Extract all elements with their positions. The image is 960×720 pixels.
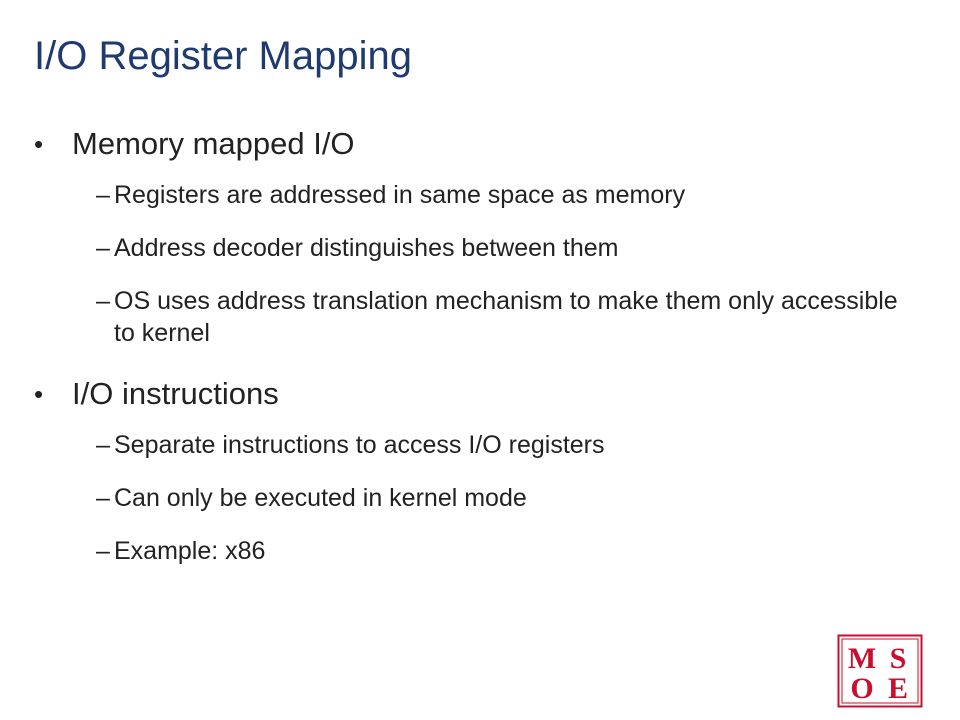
sub-item-marker: – xyxy=(96,287,110,315)
bullet-marker: • xyxy=(34,379,44,409)
logo-letter: S xyxy=(890,642,907,675)
bullet-io-instructions: • I/O instructions xyxy=(34,375,914,413)
sub-item: – Example: x86 xyxy=(34,535,914,567)
sub-item-text: Can only be executed in kernel mode xyxy=(114,484,527,512)
bullet-memory-mapped-io: • Memory mapped I/O xyxy=(34,125,914,163)
sub-item-text: Example: x86 xyxy=(114,537,266,565)
sub-item-marker: – xyxy=(96,181,110,209)
slide-title: I/O Register Mapping xyxy=(34,34,412,78)
sub-item-marker: – xyxy=(96,431,110,459)
sub-item-marker: – xyxy=(96,484,110,512)
sub-item: – OS uses address translation mechanism … xyxy=(34,285,914,349)
logo-letter: M xyxy=(848,642,876,675)
logo-letter: E xyxy=(888,672,908,705)
sub-item: – Registers are addressed in same space … xyxy=(34,179,914,211)
msoe-logo-icon: M S O E xyxy=(837,634,923,708)
bullet-text: I/O instructions xyxy=(72,376,279,411)
sub-item: – Address decoder distinguishes between … xyxy=(34,232,914,264)
bullet-marker: • xyxy=(34,129,44,159)
bullet-text: Memory mapped I/O xyxy=(72,126,355,161)
sub-item-text: Separate instructions to access I/O regi… xyxy=(114,431,605,459)
sub-item: – Can only be executed in kernel mode xyxy=(34,482,914,514)
sub-item: – Separate instructions to access I/O re… xyxy=(34,429,914,461)
sub-item-text: OS uses address translation mechanism to… xyxy=(114,287,898,347)
sub-item-text: Registers are addressed in same space as… xyxy=(114,181,686,209)
sub-item-marker: – xyxy=(96,537,110,565)
slide-content: • Memory mapped I/O – Registers are addr… xyxy=(34,125,914,588)
sub-item-marker: – xyxy=(96,234,110,262)
logo-letter: O xyxy=(850,672,873,705)
sub-item-text: Address decoder distinguishes between th… xyxy=(114,234,619,262)
